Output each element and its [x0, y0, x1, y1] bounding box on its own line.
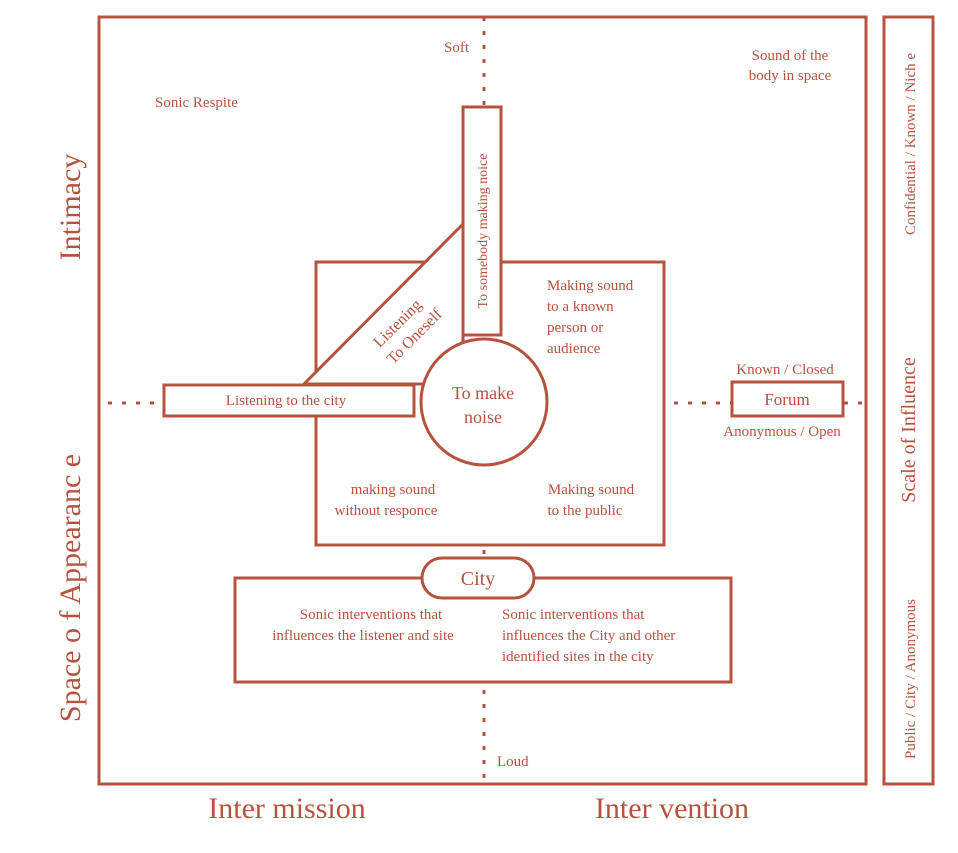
right-intervention-line2: influences the City and other [502, 628, 675, 644]
no-response-line1: making sound [351, 482, 436, 498]
sound-of-body-line1: Sound of the [752, 48, 829, 64]
scale-panel [882, 15, 935, 786]
left-intervention-line2: influences the listener and site [272, 628, 454, 644]
intimacy-label: Intimacy [54, 154, 87, 261]
scale-of-influence-label: Scale of Influence [898, 357, 920, 503]
listening-to-city-bar [162, 383, 416, 418]
listening-to-city-label: Listening to the city [226, 393, 347, 409]
loud-label: Loud [497, 754, 529, 770]
known-closed-label: Known / Closed [736, 362, 834, 378]
city-label: City [461, 568, 495, 590]
no-response-line2: without responce [335, 503, 438, 519]
soft-label: Soft [444, 40, 470, 56]
confidential-known-niche-label: Confidential / Known / Nich e [903, 53, 919, 235]
public-city-anonymous-label: Public / City / Anonymous [903, 599, 919, 759]
to-make-noise-circle [419, 337, 549, 467]
to-make-noise-line1: To make [452, 383, 514, 403]
to-public-line2: to the public [548, 503, 623, 519]
intermission-label: Inter mission [208, 792, 366, 825]
intervention-label: Inter vention [595, 792, 749, 825]
known-person-line4: audience [547, 341, 601, 357]
city-pill [420, 556, 536, 600]
sound-of-body-line2: body in space [749, 68, 832, 84]
to-public-line1: Making sound [548, 482, 635, 498]
space-of-appearance-label: Space o f Appearanc e [54, 454, 87, 722]
somebody-making-noise-bar [461, 105, 503, 337]
somebody-making-noise-label: To somebody making noice [476, 154, 491, 309]
left-intervention-line1: Sonic interventions that [300, 607, 443, 623]
to-make-noise-line2: noise [464, 407, 502, 427]
forum-label: Forum [764, 390, 809, 409]
sonic-respite-label: Sonic Respite [155, 95, 238, 111]
right-intervention-line1: Sonic interventions that [502, 607, 645, 623]
right-intervention-line3: identified sites in the city [502, 649, 654, 665]
forum-box [730, 380, 845, 418]
known-person-line2: to a known [547, 299, 614, 315]
known-person-line3: person or [547, 320, 603, 336]
anonymous-open-label: Anonymous / Open [723, 424, 841, 440]
known-person-line1: Making sound [547, 278, 634, 294]
